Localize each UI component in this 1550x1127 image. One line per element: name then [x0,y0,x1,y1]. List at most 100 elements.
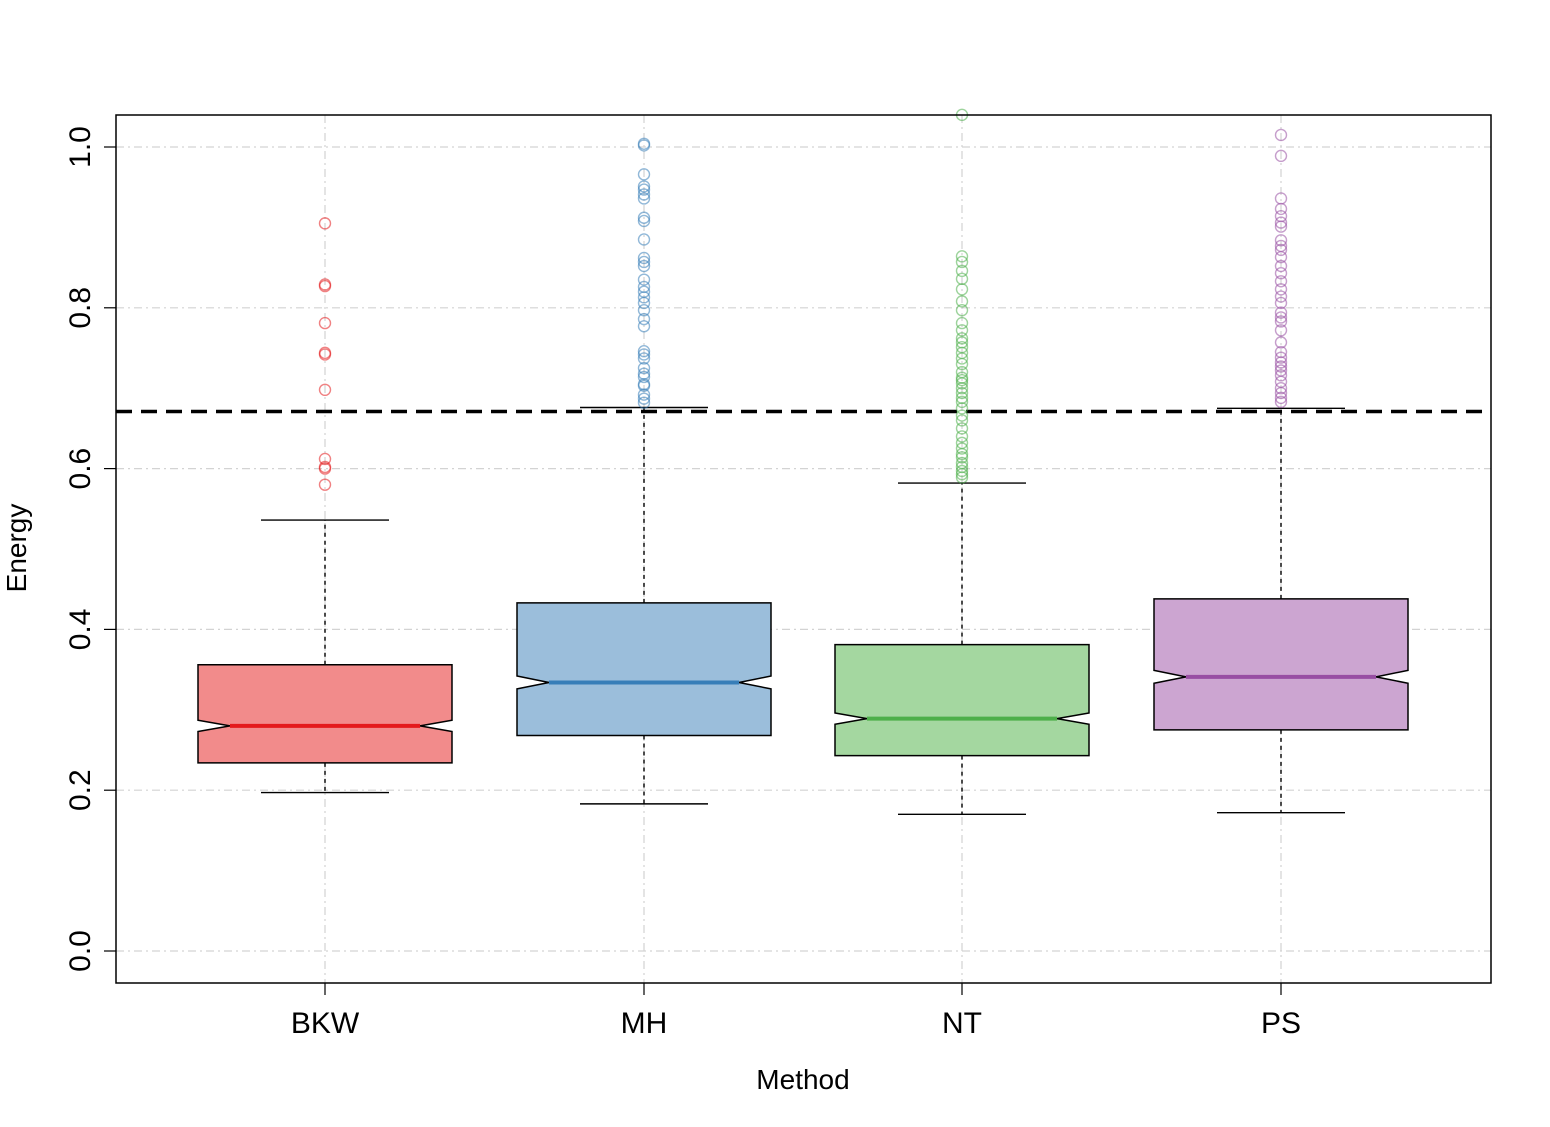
outlier-point [637,183,651,196]
outlier-point [637,137,651,150]
outlier-point [1274,351,1288,364]
outlier-point [318,460,332,474]
outlier-point [955,464,969,478]
outlier-point [1274,290,1288,303]
outlier-point [1274,364,1288,377]
outlier-point [1274,275,1288,288]
outlier-point [318,278,332,291]
outlier-point [955,386,969,400]
outlier-point [955,340,969,354]
outlier-point [637,168,651,181]
outlier-point [637,367,651,380]
outlier-point [955,264,969,278]
outlier-point [1274,395,1288,409]
outlier-point [637,285,651,298]
plot-frame [115,114,1492,984]
outlier-point [637,392,651,405]
outlier-point [1274,283,1288,296]
x-tick-label: NT [942,1007,982,1040]
outlier-point [637,192,651,205]
box-ps [1153,598,1409,731]
outlier-point [955,436,969,450]
outlier-point [1274,369,1288,382]
outlier-point [955,409,969,422]
outlier-point [318,452,332,466]
plot-frame-layer [115,114,1492,984]
outlier-point [637,304,651,317]
outlier-layer [318,108,1288,491]
outlier-point [955,395,969,409]
outlier-point [318,478,332,491]
outlier-point [637,345,651,358]
outlier-point [637,370,651,384]
outlier-point [955,371,969,384]
x-tick-label: PS [1261,1007,1301,1040]
outlier-point [1274,209,1288,223]
outlier-point [955,272,969,286]
outlier-point [637,396,651,409]
y-tick-label: 1.0 [64,126,97,168]
outlier-point [1274,360,1288,373]
outlier-point [1274,306,1288,319]
outlier-point [1274,296,1288,310]
outlier-point [637,312,651,326]
outlier-point [637,233,651,246]
outlier-point [637,320,651,333]
outlier-point [637,259,651,273]
outlier-point [637,348,651,361]
outlier-point [1274,239,1288,253]
outlier-point [637,352,651,365]
x-tick-label: BKW [291,1007,360,1040]
outlier-point [637,273,651,286]
outlier-point [1274,324,1288,337]
outlier-point [1274,234,1288,247]
y-tick-label: 0.8 [64,287,97,329]
outlier-point [955,316,969,330]
outlier-point [1274,243,1288,257]
outlier-point [1274,315,1288,328]
outlier-point [1274,336,1288,349]
outlier-point [955,250,969,263]
outlier-point [1274,345,1288,359]
x-axis-title: Method [756,1064,849,1095]
box-layer [197,406,1409,816]
box-bkw [197,664,453,764]
outlier-point [955,414,969,427]
outlier-point [1274,259,1288,273]
outlier-point [955,332,969,345]
y-tick-label: 0.4 [64,609,97,651]
outlier-point [1274,128,1288,142]
outlier-point [955,422,969,435]
outlier-point [1274,216,1288,229]
y-tick-label: 0.6 [64,448,97,490]
outlier-point [955,442,969,455]
outlier-point [1274,382,1288,395]
outlier-point [318,316,332,330]
box-nt [834,643,1090,757]
outlier-point [955,304,969,317]
outlier-point [637,280,651,294]
x-axis: BKW MH NT PS [291,983,1301,1040]
outlier-point [955,391,969,405]
outlier-point [1274,267,1288,280]
y-tick-label: 0.2 [64,769,97,811]
y-axis-title: Energy [1,504,32,593]
outlier-point [318,217,332,230]
box-mh [516,602,772,737]
y-tick-label: 0.0 [64,930,97,972]
outlier-point [637,180,651,193]
outlier-point [955,460,969,474]
outlier-point [955,430,969,443]
x-tick-label: MH [621,1007,668,1040]
outlier-point [318,383,332,397]
outlier-point [637,188,651,201]
outlier-point [318,346,332,360]
outlier-point [637,211,651,224]
outlier-point [955,456,969,470]
outlier-point [637,361,651,375]
outlier-point [955,451,969,464]
outlier-point [637,214,651,228]
outlier-point [1274,391,1288,405]
